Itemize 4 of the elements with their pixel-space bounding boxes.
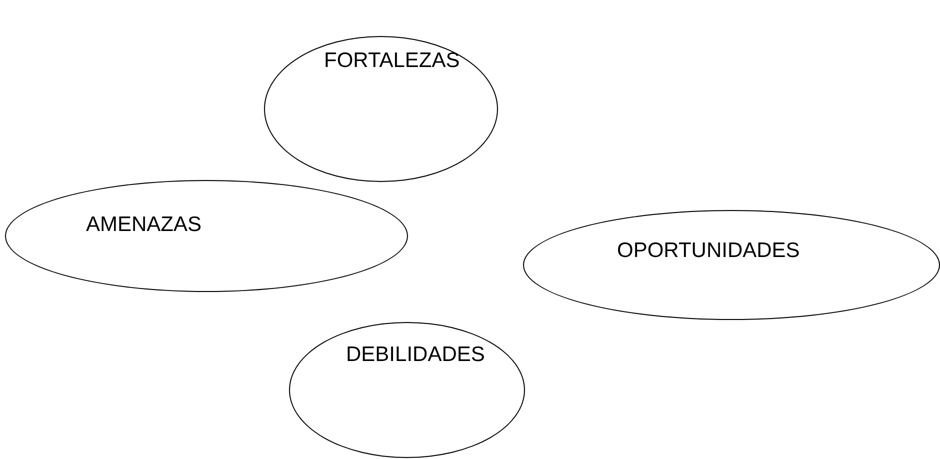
node-label: DEBILIDADES (346, 343, 485, 367)
node-label: AMENAZAS (86, 213, 202, 237)
node-label: OPORTUNIDADES (617, 239, 800, 263)
node-label: FORTALEZAS (324, 49, 460, 73)
